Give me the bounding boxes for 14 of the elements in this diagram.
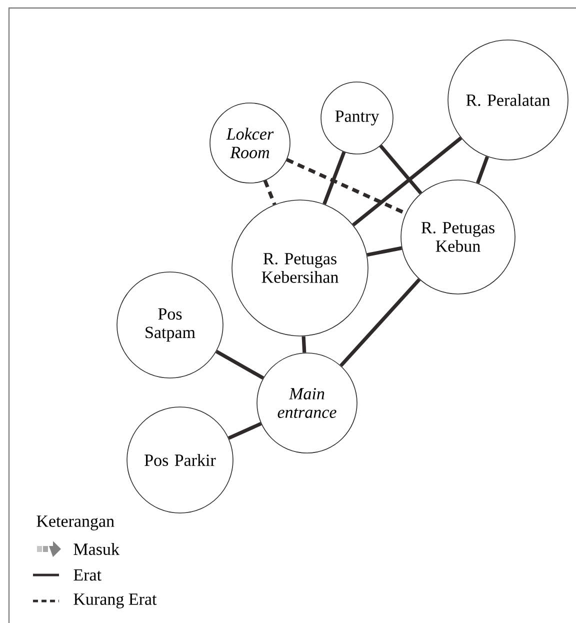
connector-line	[228, 422, 262, 440]
connector-line	[379, 144, 422, 194]
connector-line	[340, 278, 421, 367]
legend-label: Masuk	[74, 543, 120, 555]
connector-line	[322, 151, 346, 205]
legend-label: Kurang Erat	[74, 594, 157, 608]
legend-label: Erat	[74, 569, 102, 581]
connector-line	[216, 350, 264, 380]
connector-line	[302, 336, 306, 353]
connector-line	[366, 246, 402, 257]
connector-line	[352, 136, 462, 226]
legend-heading: Keterangan	[36, 516, 114, 530]
connector-line	[476, 156, 489, 184]
connector-line	[263, 180, 276, 206]
